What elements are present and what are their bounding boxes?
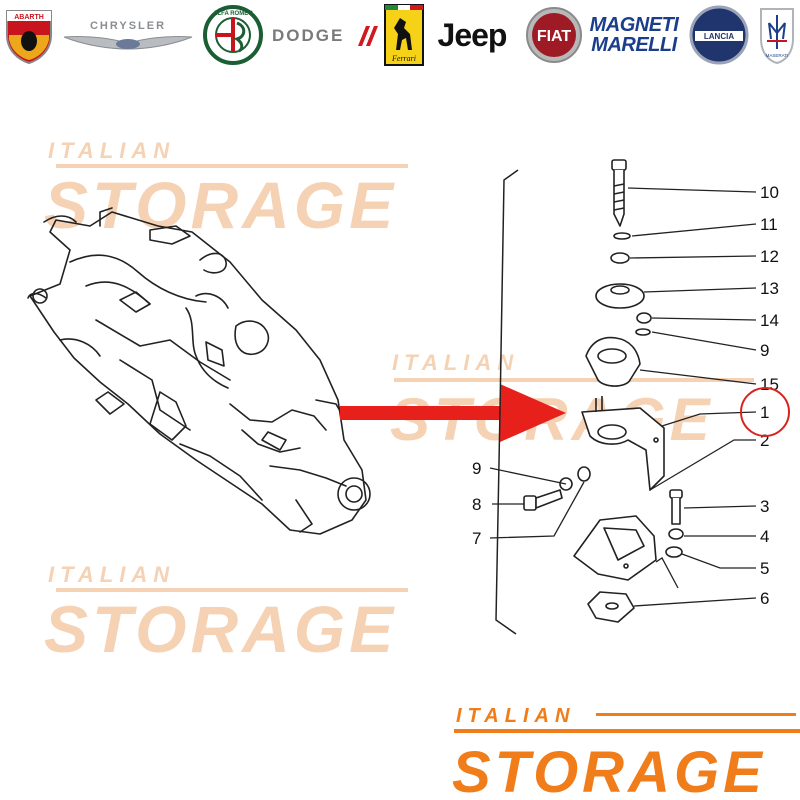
parts-diagram: ITALIAN STORAGE ITALIAN STORAGE ITALIAN … xyxy=(27,138,800,800)
chrysler-logo: CHRYSLER xyxy=(62,4,194,66)
callout-leader-lines xyxy=(489,187,757,607)
alfa-romeo-label: ALFA ROMEO xyxy=(213,11,253,17)
part-7-washer xyxy=(577,466,591,482)
italian-storage-logo-line2: STORAGE xyxy=(452,740,766,800)
brand-logo-bar: ABARTH CHRYSLER ALFA ROMEO DODGE xyxy=(0,0,800,72)
part-2-lower-bracket xyxy=(573,515,657,581)
watermark-middle-line1: ITALIAN xyxy=(392,350,519,375)
callout-3: 3 xyxy=(760,497,769,516)
callout-4: 4 xyxy=(760,527,769,546)
italian-storage-logo: ITALIAN STORAGE xyxy=(452,705,800,800)
part-9-right-washer xyxy=(635,328,651,336)
callout-1-highlight-circle xyxy=(740,387,790,437)
part-11-lock-washer xyxy=(613,232,631,240)
maserati-label: MASERATI xyxy=(766,53,789,58)
watermark-top-line2: STORAGE xyxy=(44,168,397,242)
callout-14: 14 xyxy=(760,311,779,330)
part-4-nut xyxy=(668,528,684,540)
watermark-top-line1: ITALIAN xyxy=(48,138,175,163)
detail-boundary-line xyxy=(495,169,519,635)
jeep-logo: Jeep xyxy=(428,4,516,66)
mount-parts-exploded-view xyxy=(523,159,684,623)
dodge-logo: DODGE xyxy=(270,4,378,66)
jeep-label: Jeep xyxy=(437,16,508,53)
part-15-rubber-mount xyxy=(585,336,641,387)
callout-6: 6 xyxy=(760,589,769,608)
abarth-label: ABARTH xyxy=(14,14,44,21)
magneti-label: MAGNETI xyxy=(589,14,679,36)
magneti-marelli-logo: MAGNETI MARELLI xyxy=(588,4,680,66)
part-1-mount-bracket xyxy=(581,396,665,491)
lancia-label: LANCIA xyxy=(704,32,734,41)
part-13-rubber-cap xyxy=(595,283,645,309)
part-14-nut xyxy=(636,312,652,324)
callout-numbers: 10 11 12 13 14 9 15 1 2 3 4 5 6 9 8 7 xyxy=(472,183,779,608)
part-5-washer xyxy=(665,546,683,558)
callout-1: 1 xyxy=(760,403,769,422)
callout-2: 2 xyxy=(760,431,769,450)
callout-5: 5 xyxy=(760,559,769,578)
callout-12: 12 xyxy=(760,247,779,266)
part-6-clip xyxy=(587,591,635,623)
watermark-bottom-line1: ITALIAN xyxy=(48,562,175,587)
chrysler-label: CHRYSLER xyxy=(90,20,166,32)
ferrari-label: Ferrari xyxy=(391,54,416,63)
watermark-top: ITALIAN STORAGE xyxy=(44,138,408,242)
watermark-bottom: ITALIAN STORAGE xyxy=(44,562,408,666)
alfa-romeo-logo: ALFA ROMEO xyxy=(202,4,264,66)
watermark-bottom-line2: STORAGE xyxy=(44,592,397,666)
ferrari-logo: Ferrari xyxy=(384,4,424,66)
maserati-logo: MASERATI xyxy=(756,4,798,66)
abarth-logo: ABARTH xyxy=(2,4,56,66)
marelli-label: MARELLI xyxy=(591,34,677,56)
red-pointer-arrow xyxy=(340,384,566,442)
lancia-logo: LANCIA xyxy=(688,4,750,66)
callout-10: 10 xyxy=(760,183,779,202)
dodge-label: DODGE xyxy=(272,26,344,45)
callout-13: 13 xyxy=(760,279,779,298)
callout-8: 8 xyxy=(472,495,481,514)
part-12-washer xyxy=(610,252,630,264)
callout-9-left: 9 xyxy=(472,459,481,478)
fiat-logo: FIAT xyxy=(524,4,584,66)
italian-storage-logo-line1: ITALIAN xyxy=(456,705,575,727)
part-3-small-bolt xyxy=(669,489,683,525)
part-10-long-bolt xyxy=(611,159,627,227)
engine-gearbox-drawing xyxy=(27,207,371,535)
fiat-label: FIAT xyxy=(537,28,572,45)
part-8-bolt xyxy=(523,489,563,511)
callout-9-right: 9 xyxy=(760,341,769,360)
callout-7: 7 xyxy=(472,529,481,548)
watermark-middle: ITALIAN STORAGE xyxy=(390,350,754,453)
callout-11: 11 xyxy=(760,215,778,234)
